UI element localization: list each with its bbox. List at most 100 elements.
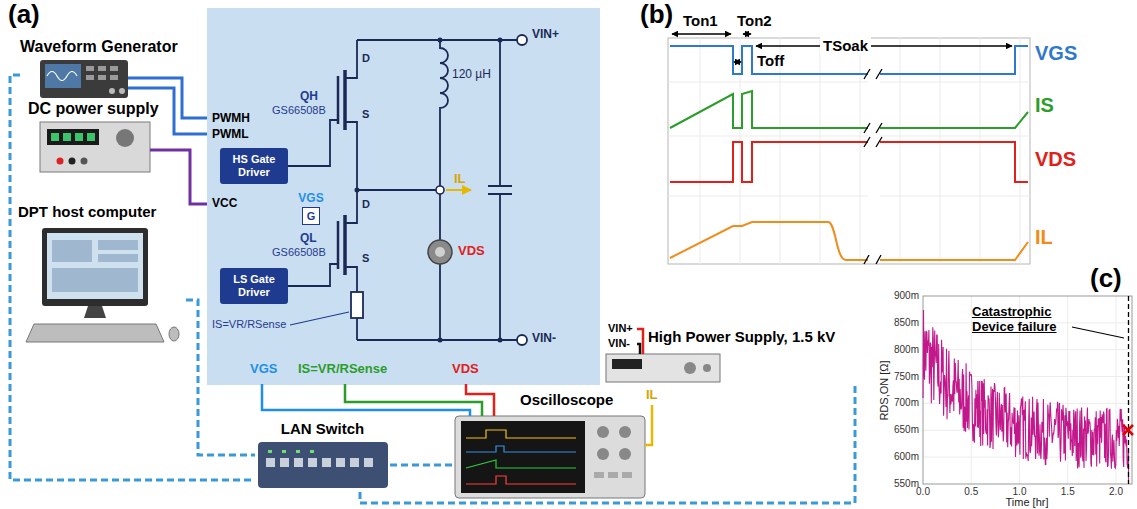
pin-name: D: [362, 52, 370, 65]
failure-time-line: [1128, 296, 1129, 484]
trace-name: VDS: [1035, 148, 1076, 171]
time-span-arrow: [743, 33, 751, 34]
signal-name: VDS: [452, 362, 479, 377]
plot-grid: [668, 38, 1030, 264]
gate-driver-box: LS Gate Driver: [220, 268, 288, 304]
time-span-arrow: [734, 61, 741, 62]
display-digits: [51, 133, 95, 141]
axis-tick-label: 900m: [894, 290, 919, 302]
signal-name: IS=VR/RSense: [298, 362, 387, 377]
terminal-name: VIN+: [608, 322, 633, 335]
network-ports: [266, 458, 373, 467]
instrument-knob: [597, 426, 609, 438]
terminal: [69, 158, 76, 165]
inductor-symbol: [440, 40, 448, 186]
power-cable: [637, 329, 643, 354]
axis-tick-label: 550m: [894, 478, 919, 490]
screen-waveform: [47, 72, 77, 81]
axis-tick-label: 850m: [894, 317, 919, 329]
network-cable: [360, 384, 855, 503]
panel-letter: (c): [1090, 264, 1122, 294]
part-number: GS66508B: [272, 104, 326, 117]
voltage-probe: [428, 240, 452, 264]
sense-resistor-symbol: [351, 292, 363, 318]
instrument-knob: [597, 448, 609, 460]
signal-name: PWMH: [212, 112, 250, 126]
axis-title: RDS,ON [Ω]: [878, 360, 891, 420]
probe-cable: [645, 405, 652, 445]
box-label: LS Gate Driver: [222, 273, 286, 298]
time-span-arrow: [672, 33, 731, 34]
instrument-node: High Power Supply, 1.5 kV: [606, 326, 864, 384]
terminal: [57, 158, 64, 165]
time-span-arrow: [756, 45, 1012, 46]
circuit-wires: [288, 40, 517, 340]
screen-trace: [466, 430, 576, 438]
instrument-knob: [116, 129, 134, 147]
pin-letter: G: [307, 209, 316, 223]
panel-letter: (a): [8, 0, 40, 30]
axis-tick-label: 800m: [894, 344, 919, 356]
bnc-connector: [119, 88, 125, 94]
terminal-name: VIN-: [608, 337, 630, 350]
pin-name: S: [362, 108, 369, 121]
time-interval-label: TSoak: [820, 37, 871, 54]
junction-dots: [355, 38, 503, 343]
probe-point-box-frame: G: [302, 207, 320, 225]
probe-label: VGS: [296, 191, 326, 205]
waveform-generator-body: [40, 60, 128, 98]
axis-tick-label: 0.0: [916, 486, 930, 497]
instrument-name: DC power supply: [28, 100, 159, 118]
monitor: [42, 228, 148, 306]
signal-name: IL: [454, 172, 466, 187]
axis-tick-label: 1.0: [1013, 486, 1027, 497]
axis-tick-label: 1.5: [1061, 486, 1075, 497]
part-name: QL: [300, 232, 317, 246]
axis-tick-label: 750m: [894, 371, 919, 383]
signal-name: VGS: [250, 362, 277, 377]
instrument-name: Oscilloscope: [520, 391, 613, 408]
test-board-panel: [207, 8, 600, 385]
instrument-name: Waveform Generator: [20, 38, 178, 56]
mouse: [169, 327, 179, 341]
signal-name: IL: [646, 388, 658, 403]
instrument-buttons: [594, 472, 632, 478]
signal-name: VDS: [458, 244, 485, 259]
instrument-screen: [45, 64, 81, 88]
panel-letter: (b): [640, 0, 673, 30]
callout-note: Catastrophic Device failure: [972, 304, 1084, 334]
part-name: QH: [300, 90, 318, 104]
time-interval-label: Toff: [757, 52, 784, 69]
terminal-name: VIN-: [532, 332, 556, 346]
box-label: HS Gate Driver: [222, 153, 286, 178]
instrument-display: [47, 129, 99, 145]
lan-switch-body: [258, 442, 388, 488]
power-cable: [637, 344, 640, 354]
current-arrow: [446, 189, 471, 191]
il-trace: [670, 222, 1028, 260]
plot-grid: [923, 296, 1132, 484]
failure-mark: [1123, 425, 1133, 435]
time-interval-label: Ton1: [683, 12, 718, 29]
trace-name: IL: [1035, 226, 1053, 249]
instrument-node: DC power supply: [28, 100, 178, 174]
instrument-knob: [619, 426, 631, 438]
bnc-connector: [109, 88, 115, 94]
vds-trace: [670, 142, 1028, 182]
keyboard: [26, 324, 164, 342]
pin-name: D: [362, 198, 370, 211]
screen-windows: [52, 240, 138, 292]
transistor-channel: [343, 70, 347, 275]
rds-trace: [923, 310, 1129, 483]
voltage-probe-tip: [435, 247, 445, 257]
dc-supply-body: [40, 122, 150, 172]
axis-tick-label: 650m: [894, 424, 919, 436]
monitor-screen: [47, 233, 143, 299]
screen-trace: [466, 460, 576, 468]
wire: [345, 40, 517, 340]
gate-wire: [288, 120, 338, 286]
axis-tick-label: 700m: [894, 397, 919, 409]
network-cable: [10, 75, 255, 480]
wire: [439, 194, 441, 340]
